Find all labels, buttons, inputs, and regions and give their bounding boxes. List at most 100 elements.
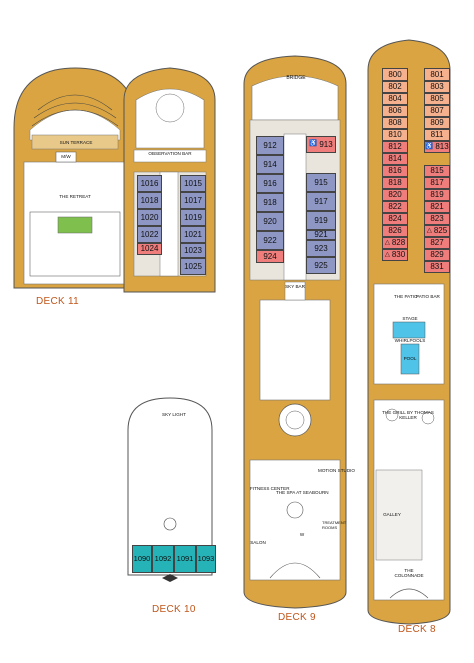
- deck8-cabin-817[interactable]: 817: [424, 177, 450, 189]
- deck8-cabin-812[interactable]: 812: [382, 141, 408, 153]
- deck8-cabin-821[interactable]: 821: [424, 201, 450, 213]
- deck8-cabin-813[interactable]: ♿813: [424, 141, 450, 153]
- deck8-cabin-807[interactable]: 807: [424, 105, 450, 117]
- cabin-number: 818: [388, 178, 402, 187]
- cabin-number: 925: [314, 260, 328, 270]
- deck8-stage-label: STAGE: [402, 316, 418, 321]
- deck10-cabin-1090[interactable]: 1090: [132, 545, 152, 573]
- deck10-lower-hull: [127, 397, 213, 582]
- cabin-number: 915: [314, 177, 328, 187]
- triangle-icon: △: [384, 238, 390, 246]
- deck9-cabin-917[interactable]: 917: [306, 192, 336, 211]
- cabin-number: 817: [430, 178, 444, 187]
- cabin-number: 807: [430, 106, 444, 115]
- deck10-cabin-1025[interactable]: 1025: [180, 258, 206, 275]
- deck8-cabin-800[interactable]: 800: [382, 68, 408, 81]
- deck11-sun-terrace-label: SUN TERRACE: [59, 140, 93, 145]
- accessible-icon: ♿: [309, 140, 318, 148]
- deck8-cabin-824[interactable]: 824: [382, 213, 408, 225]
- deck9-cabin-924[interactable]: 924: [256, 250, 284, 263]
- deck8-pool-label: POOL: [403, 356, 417, 361]
- deck8-cabin-828[interactable]: △828: [382, 237, 408, 249]
- cabin-number: 830: [391, 250, 406, 259]
- cabin-number: 924: [263, 251, 277, 261]
- deck9-cabin-922[interactable]: 922: [256, 231, 284, 250]
- deck8-cabin-811[interactable]: 811: [424, 129, 450, 141]
- deck9-cabin-912[interactable]: 912: [256, 136, 284, 155]
- cabin-number: 802: [388, 82, 402, 91]
- cabin-number: 821: [430, 202, 444, 211]
- deck8-cabin-826[interactable]: 826: [382, 225, 408, 237]
- deck8-cabin-823[interactable]: 823: [424, 213, 450, 225]
- deck8-cabin-830[interactable]: △830: [382, 249, 408, 261]
- deck9-cabin-918[interactable]: 918: [256, 193, 284, 212]
- deck9-bridge-label: BRIDGE: [286, 75, 306, 81]
- deck9-cabin-921[interactable]: 921: [306, 230, 336, 240]
- deck8-cabin-816[interactable]: 816: [382, 165, 408, 177]
- deck8-patio-label: THE PATIO: [394, 294, 418, 299]
- deck8-cabin-829[interactable]: 829: [424, 249, 450, 261]
- deck8-cabin-808[interactable]: 808: [382, 117, 408, 129]
- deck9-cabin-920[interactable]: 920: [256, 212, 284, 231]
- cabin-number: 1093: [197, 554, 215, 564]
- deck8-cabin-818[interactable]: 818: [382, 177, 408, 189]
- deck8-grill-label: THE GRILL BY THOMAS KELLER: [382, 410, 434, 420]
- deck10-cabin-1019[interactable]: 1019: [180, 209, 206, 226]
- deck10-cabin-1017[interactable]: 1017: [180, 192, 206, 209]
- cabin-number: 822: [388, 202, 402, 211]
- deck10-cabin-1021[interactable]: 1021: [180, 226, 206, 243]
- deck8-cabin-825[interactable]: △825: [424, 225, 450, 237]
- cabin-number: 801: [430, 69, 444, 79]
- deck8-cabin-802[interactable]: 802: [382, 81, 408, 93]
- deck8-cabin-809[interactable]: 809: [424, 117, 450, 129]
- cabin-number: 912: [263, 140, 277, 150]
- deck9-cabin-914[interactable]: 914: [256, 155, 284, 174]
- cabin-number: 1016: [140, 178, 159, 188]
- deck10-cabin-1092[interactable]: 1092: [152, 545, 174, 573]
- deck8-cabin-803[interactable]: 803: [424, 81, 450, 93]
- deck8-cabin-820[interactable]: 820: [382, 189, 408, 201]
- triangle-icon: △: [384, 250, 390, 258]
- deck10-cabin-1023[interactable]: 1023: [180, 243, 206, 258]
- deck9-cabin-913[interactable]: ♿913: [306, 136, 336, 153]
- deck9-cabin-925[interactable]: 925: [306, 257, 336, 274]
- cabin-number: 829: [430, 250, 444, 259]
- deck9-spa-label: THE SPA AT SEABOURN: [276, 490, 329, 495]
- deck9-cabin-923[interactable]: 923: [306, 240, 336, 257]
- deck8-cabin-806[interactable]: 806: [382, 105, 408, 117]
- cabin-number: 1090: [133, 554, 151, 564]
- cabin-number: 923: [314, 243, 328, 253]
- deck8-cabin-801[interactable]: 801: [424, 68, 450, 81]
- cabin-number: 813: [435, 142, 449, 151]
- deck8-cabin-814[interactable]: 814: [382, 153, 408, 165]
- deck8-cabin-810[interactable]: 810: [382, 129, 408, 141]
- cabin-number: 826: [388, 226, 402, 235]
- cabin-number: 806: [388, 106, 402, 115]
- deck8-cabin-804[interactable]: 804: [382, 93, 408, 105]
- deck8-cabin-831[interactable]: 831: [424, 261, 450, 273]
- deck10-observation-bar-label: OBSERVATION BAR: [148, 151, 192, 156]
- deck8-cabin-805[interactable]: 805: [424, 93, 450, 105]
- deck10-cabin-1015[interactable]: 1015: [180, 175, 206, 192]
- deck8-cabin-822[interactable]: 822: [382, 201, 408, 213]
- deck10-cabin-1016[interactable]: 1016: [137, 175, 162, 192]
- deck10-cabin-1022[interactable]: 1022: [137, 226, 162, 243]
- deck10-cabin-1091[interactable]: 1091: [174, 545, 196, 573]
- deck8-galley-label: GALLEY: [383, 512, 401, 517]
- deck10-cabin-1018[interactable]: 1018: [137, 192, 162, 209]
- deck8-cabin-827[interactable]: 827: [424, 237, 450, 249]
- deck10-cabin-1093[interactable]: 1093: [196, 545, 216, 573]
- deck9-cabin-916[interactable]: 916: [256, 174, 284, 193]
- deck8-cabin-819[interactable]: 819: [424, 189, 450, 201]
- cabin-number: 922: [263, 235, 277, 245]
- deck10-cabin-1024[interactable]: 1024: [137, 243, 162, 255]
- cabin-number: 920: [263, 216, 277, 226]
- deck11-title: DECK 11: [36, 296, 80, 307]
- deck8-cabin-815[interactable]: 815: [424, 165, 450, 177]
- deck9-cabin-919[interactable]: 919: [306, 211, 336, 230]
- deck9-cabin-915[interactable]: 915: [306, 173, 336, 192]
- deck8-patio-bar-label: PATIO BAR: [416, 294, 440, 299]
- cabin-number: 805: [430, 94, 444, 103]
- deck10-cabin-1020[interactable]: 1020: [137, 209, 162, 226]
- cabin-number: 913: [319, 139, 333, 149]
